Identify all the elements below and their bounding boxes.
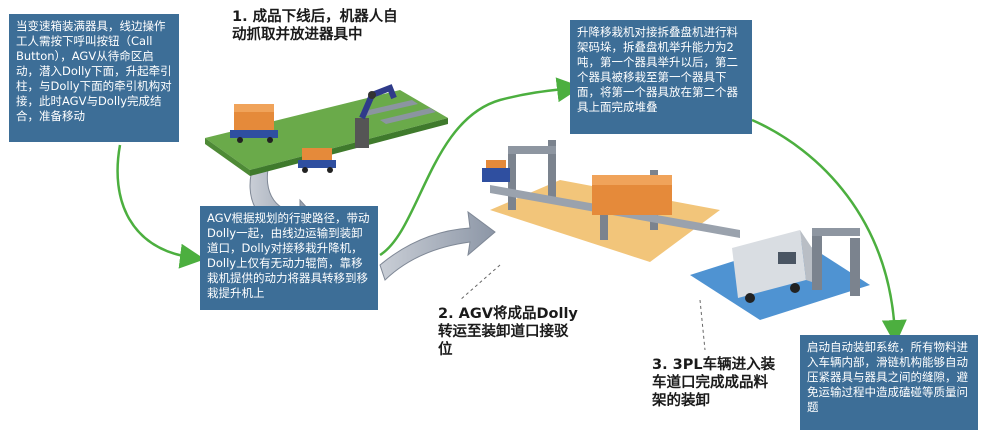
step-1-label: 1. 成品下线后，机器人自动抓取并放进器具中 <box>232 9 398 43</box>
note-auto-loading: 启动自动装卸系统，所有物料进入车辆内部，滑链机构能够自动压紧器具与器具之间的缝隙… <box>800 335 978 430</box>
step-2-label: 2. AGV将成品Dolly转运至装卸道口接驳位 <box>438 306 578 358</box>
note-lift-stacking: 升降移栽机对接拆叠盘机进行料架码垛，拆叠盘机举升能力为2吨，第一个器具举升以后，… <box>570 20 752 134</box>
scene-docking-area <box>482 140 740 262</box>
scene-production-line <box>205 84 448 176</box>
flow-arrow-3 <box>751 118 907 345</box>
step-3-label: 3. 3PL车辆进入装车道口完成成品料架的装卸 <box>652 357 776 409</box>
gray-arrow-2 <box>379 210 496 281</box>
note-agv-path: AGV根据规划的行驶路径，带动Dolly一起，由线边运输到装卸道口，Dolly对… <box>200 206 378 310</box>
flow-arrow-1 <box>116 144 205 269</box>
scene-truck-loading <box>459 228 870 351</box>
note-call-button: 当变速箱装满器具，线边操作工人需按下呼叫按钮（Call Button），AGV从… <box>9 14 179 142</box>
flow-arrow-2 <box>379 77 582 257</box>
